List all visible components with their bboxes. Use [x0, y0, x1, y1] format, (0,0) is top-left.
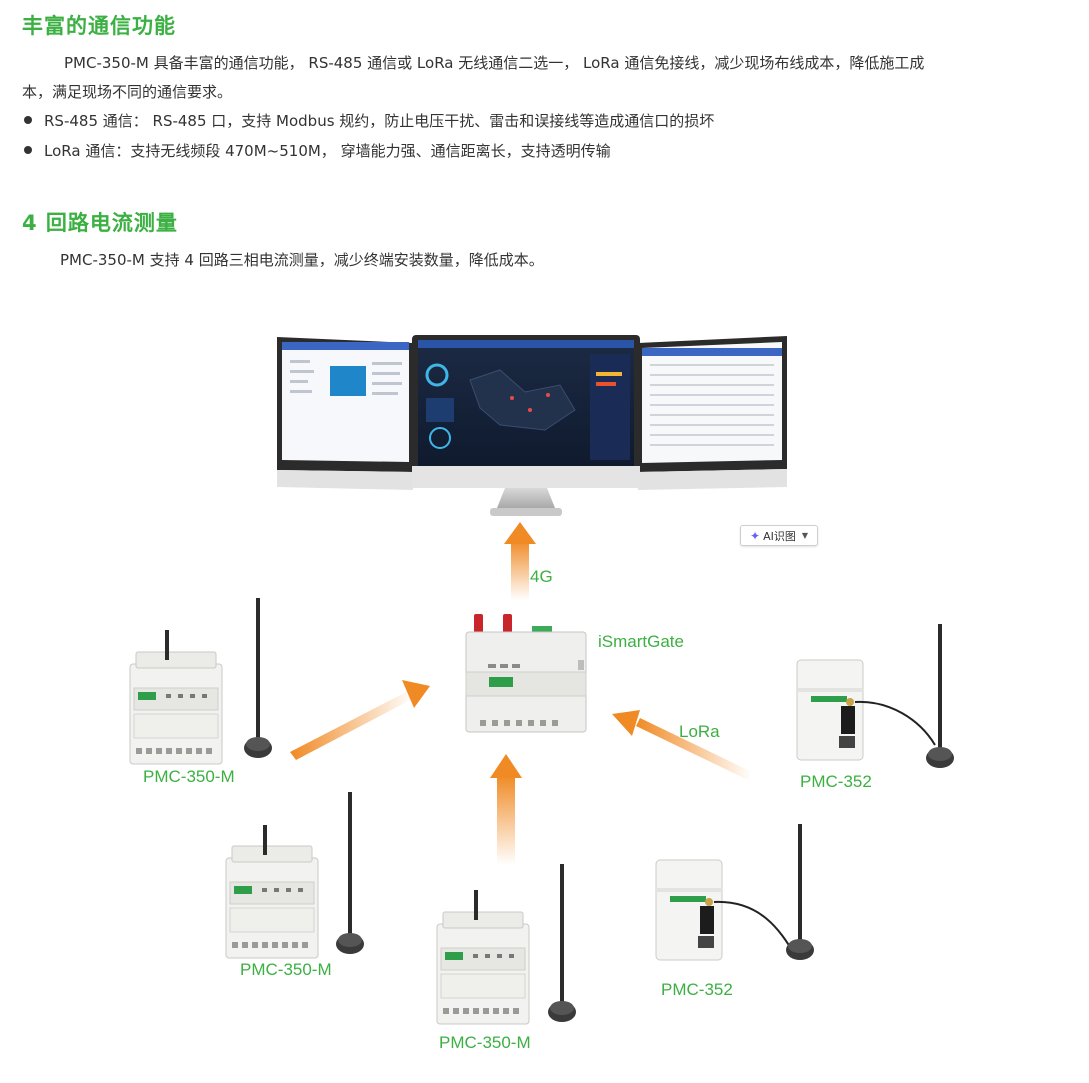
label-ismartgate: iSmartGate	[598, 632, 684, 651]
meter-pmc352-2	[655, 824, 814, 961]
monitor-center	[412, 335, 640, 516]
meter-pmc350m-2	[225, 792, 364, 959]
label-pmc352-1: PMC-352	[800, 772, 872, 791]
label-pmc350m-3: PMC-350-M	[439, 1033, 531, 1052]
communication-paragraph-line1: PMC-350-M 具备丰富的通信功能， RS-485 通信或 LoRa 无线通…	[64, 54, 925, 72]
ai-recognize-label: AI识图	[763, 529, 796, 543]
communication-paragraph-line2: 本，满足现场不同的通信要求。	[22, 83, 233, 101]
section-title-communication: 丰富的通信功能	[22, 14, 176, 38]
monitor-left	[277, 337, 413, 490]
monitor-right	[638, 336, 787, 490]
bullet-rs485: RS-485 通信： RS-485 口，支持 Modbus 规约，防止电压干扰、…	[24, 110, 714, 131]
label-4g: 4G	[530, 567, 553, 586]
section-title-current-measurement: 4 回路电流测量	[22, 211, 178, 235]
bullet-rs485-text: RS-485 通信： RS-485 口，支持 Modbus 规约，防止电压干扰、…	[44, 112, 715, 130]
label-pmc352-2: PMC-352	[661, 980, 733, 999]
label-lora: LoRa	[679, 722, 720, 741]
arrow-lora	[612, 710, 752, 780]
bullet-dot-icon	[24, 145, 32, 154]
current-measurement-paragraph: PMC-350-M 支持 4 回路三相电流测量，减少终端安装数量，降低成本。	[60, 251, 544, 269]
arrow-from-bottom-meter	[490, 754, 522, 865]
arrow-4g	[504, 522, 536, 600]
label-pmc350m-1: PMC-350-M	[143, 767, 235, 786]
label-pmc350m-2: PMC-350-M	[240, 960, 332, 979]
meter-pmc350m-1	[129, 598, 272, 765]
bullet-dot-icon	[24, 115, 32, 124]
bullet-lora-text: LoRa 通信：支持无线频段 470M~510M， 穿墙能力强、通信距离长，支持…	[44, 142, 611, 160]
meter-pmc352-1	[796, 624, 954, 768]
sparkle-icon: ✦	[750, 528, 761, 543]
meter-pmc350m-3	[436, 864, 576, 1025]
ai-recognize-button[interactable]: ✦ AI识图 ▼	[740, 525, 818, 546]
chevron-down-icon: ▼	[801, 531, 808, 540]
bullet-lora: LoRa 通信：支持无线频段 470M~510M， 穿墙能力强、通信距离长，支持…	[24, 140, 611, 161]
ismartgate-device	[465, 614, 587, 733]
arrow-from-left-meter	[290, 680, 430, 760]
